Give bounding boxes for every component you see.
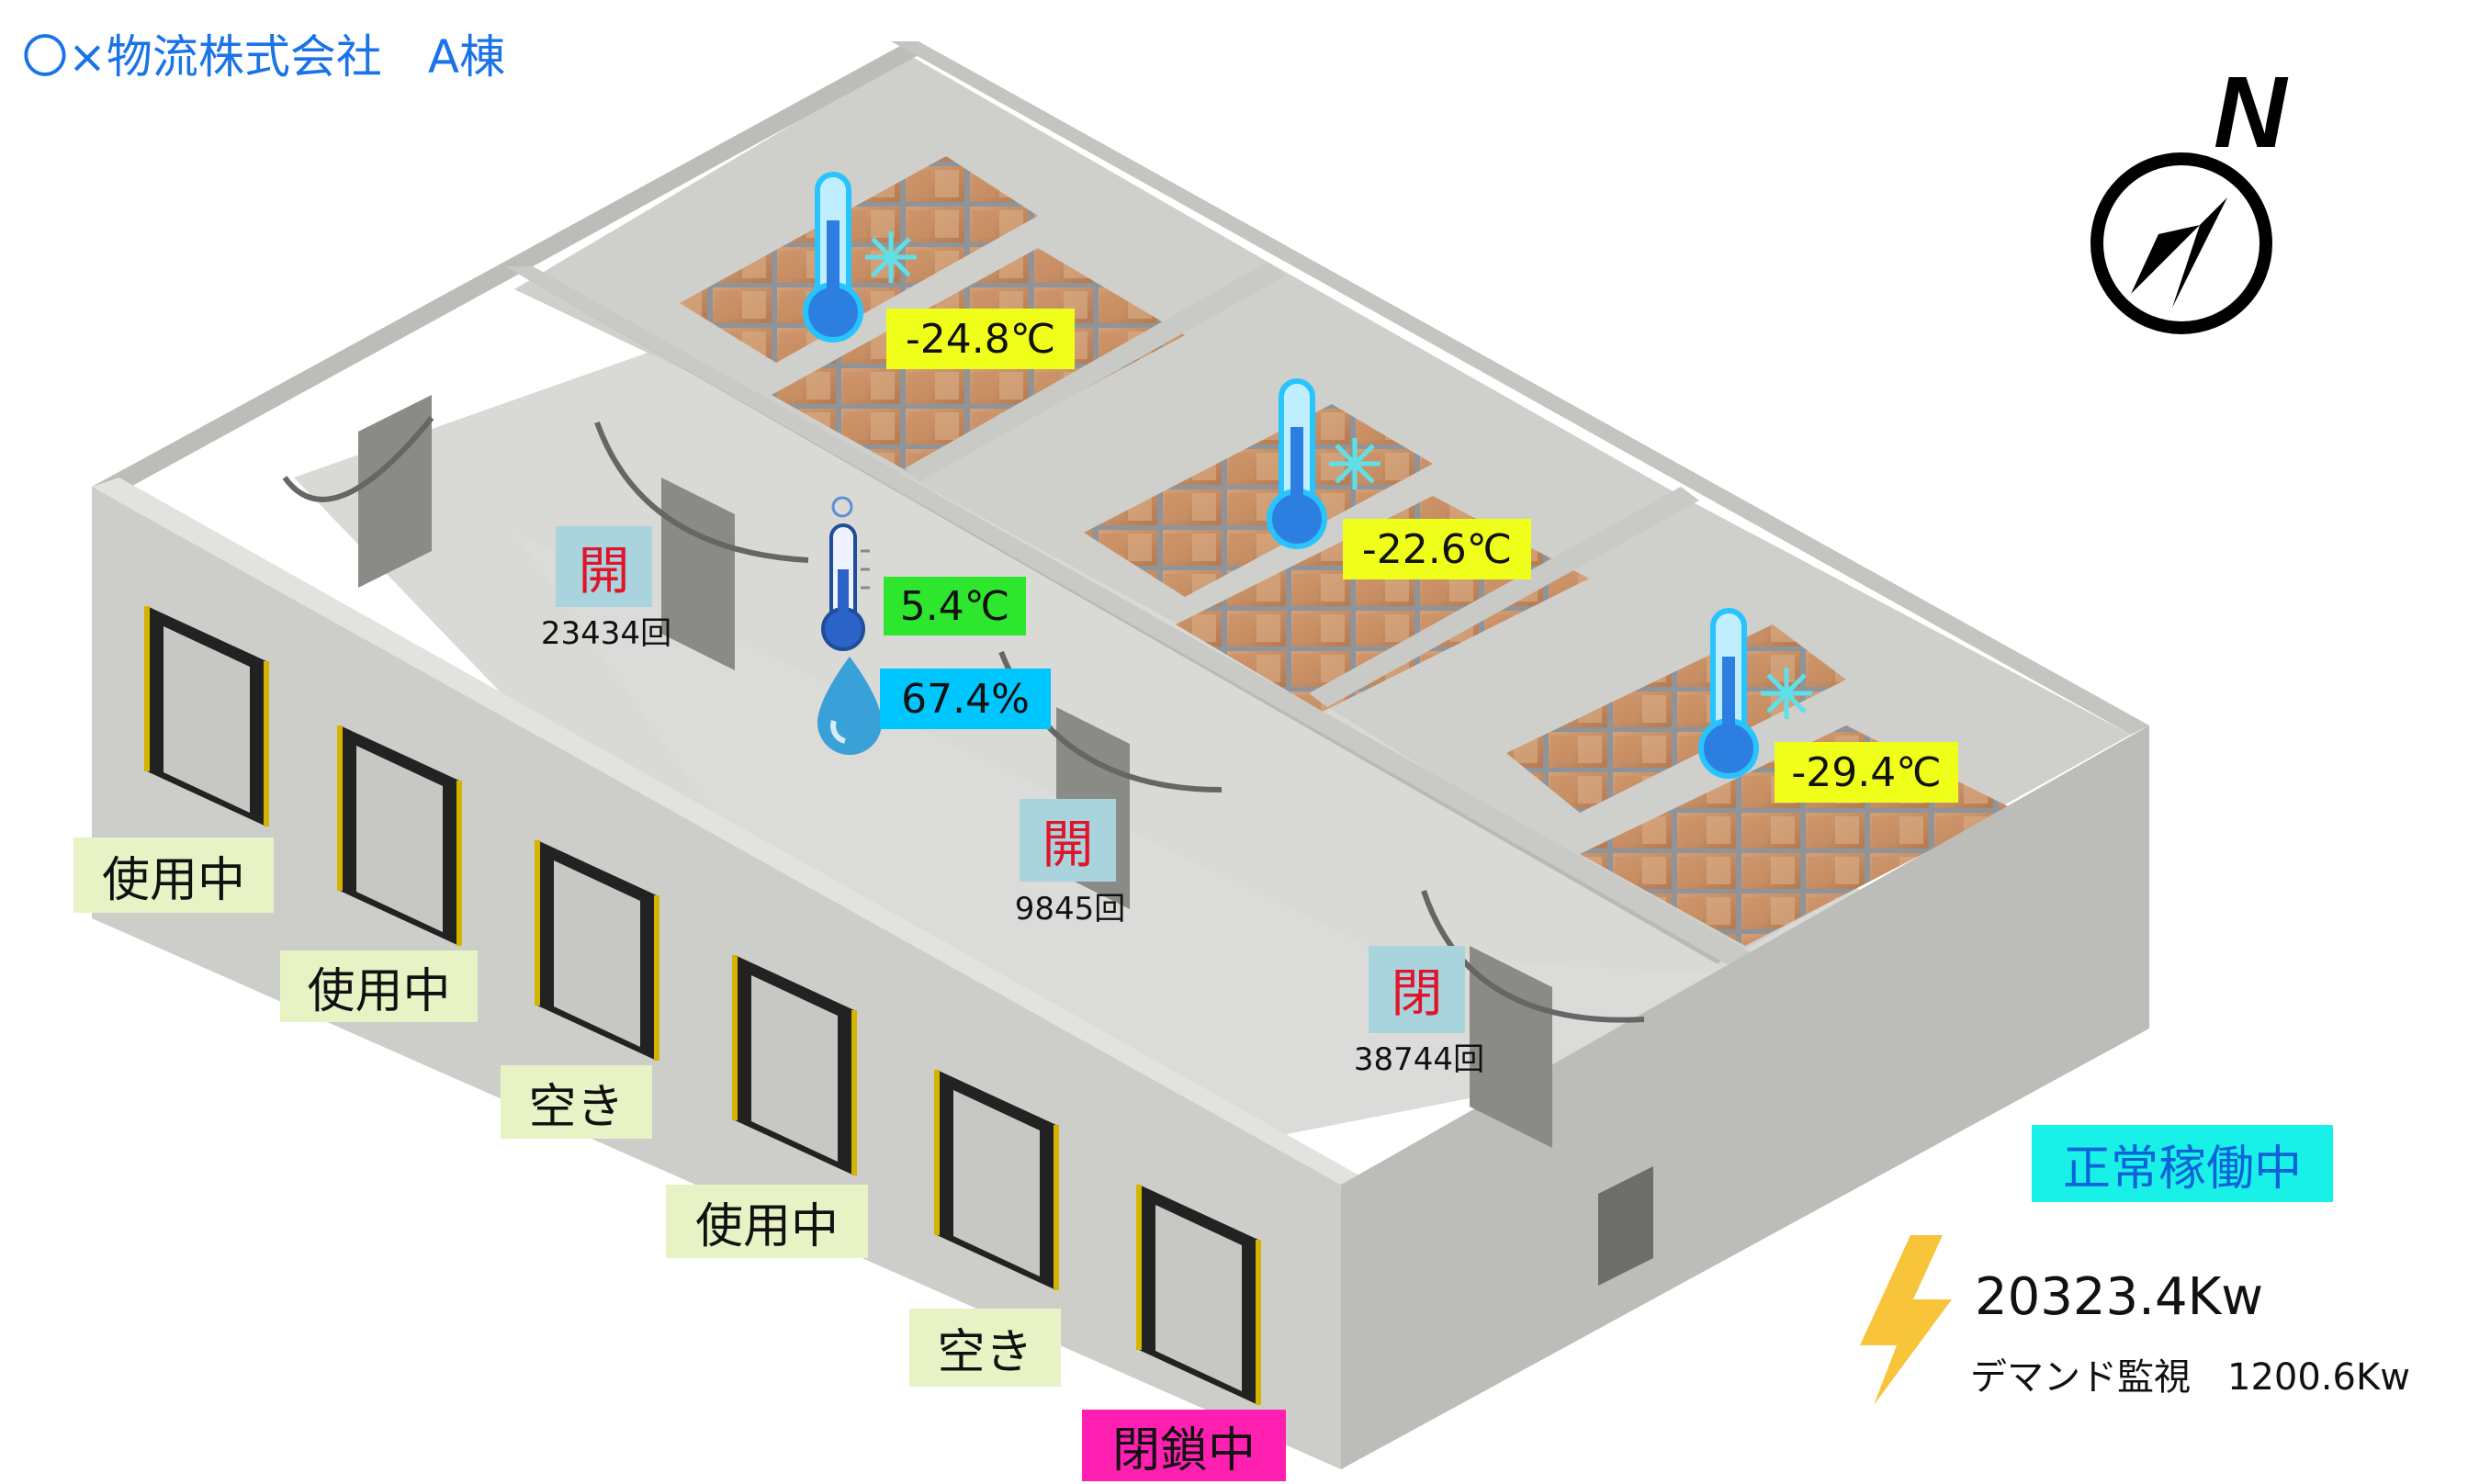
hall-temperature: 5.4℃ [884, 577, 1026, 635]
loading-dock-doors [144, 606, 1261, 1405]
dock-status-2: 使用中 [280, 950, 478, 1022]
warehouse-walls [92, 41, 2149, 1469]
power-consumption: 20323.4Kw [1975, 1267, 2264, 1327]
compass-north-icon: N [2090, 56, 2289, 334]
freezer-2-temperature: -22.6℃ [1343, 519, 1531, 579]
water-drop-icon [817, 657, 882, 755]
freezer-3-temperature: -29.4℃ [1775, 742, 1958, 803]
door-status-2: 開 [1020, 799, 1116, 882]
thermometer-snowflake-icon [1698, 608, 1812, 779]
door-count-2: 9845回 [1014, 891, 1126, 928]
system-status-badge: 正常稼働中 [2032, 1125, 2333, 1202]
dock-status-6: 閉鎖中 [1082, 1410, 1286, 1481]
freezer-1-temperature: -24.8℃ [886, 309, 1075, 369]
page-title: 〇×物流株式会社 A棟 [22, 30, 506, 84]
thermometer-snowflake-icon [803, 172, 917, 343]
thermometer-snowflake-icon [1267, 378, 1381, 549]
demand-monitoring: デマンド監視 1200.6Kw [1970, 1356, 2410, 1399]
door-status-3: 閉 [1369, 946, 1465, 1033]
lightning-icon [1860, 1235, 1952, 1405]
hall-humidity: 67.4% [880, 669, 1051, 729]
dock-status-5: 空き [909, 1309, 1061, 1387]
door-count-3: 38744回 [1353, 1041, 1485, 1078]
dock-status-4: 使用中 [666, 1185, 868, 1258]
door-status-1: 開 [556, 526, 652, 607]
hall-sliding-doors [282, 395, 1653, 1286]
dock-status-1: 使用中 [73, 838, 274, 913]
door-count-1: 23434回 [540, 615, 672, 652]
svg-text:N: N [2214, 56, 2289, 169]
thermometer-icon [821, 496, 870, 651]
dock-status-3: 空き [501, 1065, 652, 1139]
